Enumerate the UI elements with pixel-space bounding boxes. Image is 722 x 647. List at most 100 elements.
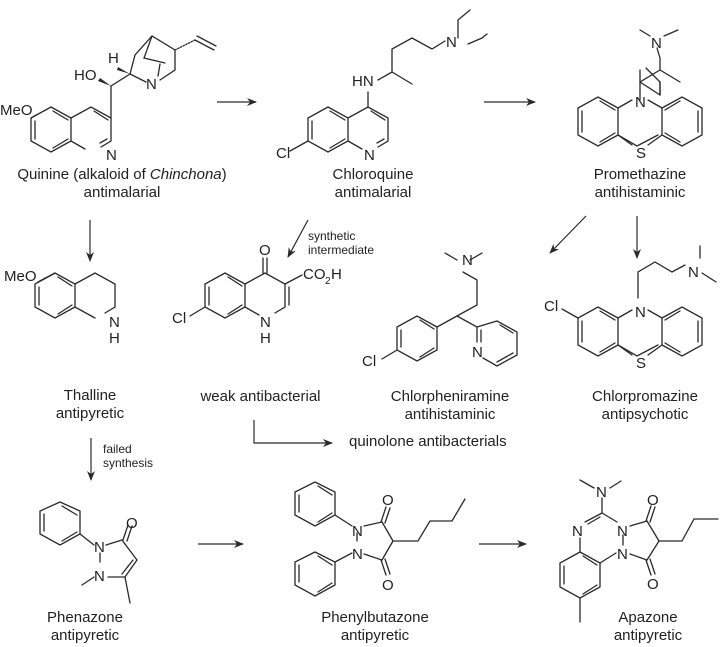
bond-line — [174, 39, 196, 51]
promethazine-structure: N S N — [577, 29, 703, 162]
atom-label: N — [146, 76, 157, 93]
bond-line — [664, 132, 681, 143]
bond-line — [70, 140, 86, 150]
bond-line — [582, 584, 598, 595]
bond-line — [52, 110, 69, 121]
bond-line — [647, 99, 663, 109]
atom-label: N — [572, 523, 583, 540]
bond-line — [107, 559, 138, 578]
atom-label: N — [260, 314, 271, 331]
atom-label: O — [647, 492, 659, 509]
bond-line — [122, 524, 129, 541]
atom-label: O — [647, 576, 659, 593]
bond-line — [380, 559, 387, 576]
bond-line — [609, 480, 622, 489]
bond-line — [284, 274, 303, 285]
atom-label: H — [109, 330, 120, 347]
bond-line — [121, 539, 138, 561]
atom-label: N — [617, 523, 628, 540]
bond-line — [317, 485, 333, 496]
arrow-chloroquine-to-quinolone — [287, 219, 309, 258]
bond-line — [204, 272, 246, 319]
bond-line — [469, 252, 483, 261]
bond-line — [347, 106, 389, 148]
bond-line — [436, 315, 458, 328]
bond-line — [79, 533, 95, 546]
arrow-promethazine-to-chlorpheniramine — [549, 215, 587, 254]
atom-label: N — [364, 147, 375, 164]
bond-line — [105, 539, 123, 546]
bond-line — [561, 308, 579, 319]
bond-line — [37, 272, 76, 308]
bond-line — [599, 310, 616, 321]
bond-line — [456, 271, 478, 317]
bond-line — [647, 344, 663, 356]
bond-line — [649, 558, 656, 575]
bond-line — [124, 576, 131, 604]
bond-line — [334, 514, 353, 527]
bond-line — [639, 29, 651, 37]
atom-label: N — [635, 94, 646, 111]
atom-label: H — [260, 330, 271, 347]
bond-line — [93, 110, 109, 121]
bond-line — [143, 35, 166, 64]
compound-label-quinolone: weak antibacterial — [200, 388, 321, 405]
phenazone-structure: N N O — [39, 501, 138, 604]
bond-line — [559, 551, 601, 599]
bond-line — [599, 132, 616, 143]
bond-line — [645, 559, 652, 576]
bond-line — [347, 140, 363, 150]
bond-line — [701, 272, 717, 283]
bond-line — [617, 309, 633, 319]
bond-line — [381, 540, 394, 561]
bond-line — [70, 106, 112, 148]
bond-line — [189, 306, 206, 317]
compound-label-quinine: Quinine (alkaloid of Chinchona) antimala… — [17, 166, 227, 201]
bond-line — [639, 69, 681, 101]
bond-line — [664, 342, 681, 353]
bond-line — [664, 100, 681, 111]
atom-label: O — [382, 492, 394, 509]
atom-label: N — [94, 568, 105, 585]
bond-line — [57, 276, 73, 287]
bond-line — [121, 559, 134, 575]
bond-line — [377, 71, 413, 85]
bond-line — [599, 100, 616, 111]
bond-line — [496, 352, 514, 363]
bond-line — [194, 39, 215, 51]
bond-line — [317, 582, 333, 593]
bond-line — [129, 73, 147, 83]
atom-label: Cl — [362, 353, 376, 370]
bond-line — [74, 272, 116, 314]
atom-label: O — [259, 242, 271, 259]
bond-line — [39, 501, 81, 546]
atom-label: N — [446, 34, 457, 51]
bond-line — [444, 252, 458, 261]
atom-label: CO — [303, 266, 326, 283]
bond-line — [601, 512, 618, 523]
bond-line — [61, 505, 78, 516]
atom-label: N — [617, 546, 628, 563]
bond-line — [81, 576, 95, 586]
bond-line — [363, 521, 383, 527]
atom-label: S — [636, 355, 646, 372]
bond-line — [376, 138, 385, 144]
atom-label: Cl — [276, 145, 290, 162]
bond-line — [637, 261, 686, 299]
atom-label: N — [635, 304, 646, 321]
bond-line — [579, 479, 595, 489]
atom-label: N — [106, 147, 117, 164]
bond-line — [30, 114, 37, 119]
bond-line — [61, 531, 78, 542]
bond-line — [419, 319, 435, 330]
atom-label: H — [331, 266, 342, 283]
atom-label: 2 — [325, 276, 331, 287]
bond-line — [645, 67, 661, 83]
bond-line — [661, 306, 703, 357]
